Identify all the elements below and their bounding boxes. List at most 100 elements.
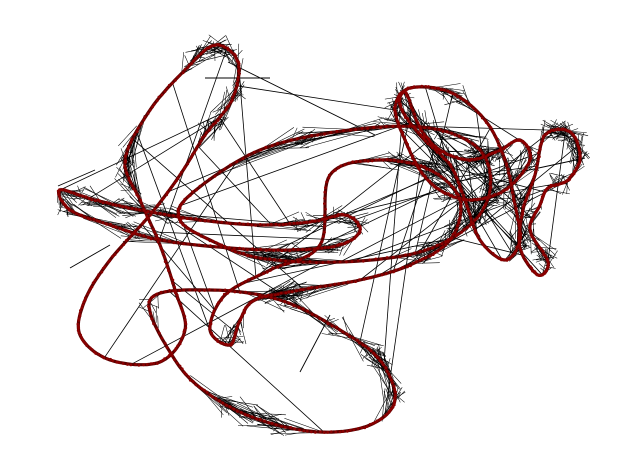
edge-fan [225,137,314,168]
graph-node [356,259,360,262]
graph-node [323,231,326,234]
graph-node [449,165,453,169]
graph-node [400,107,403,111]
graph-node [537,245,541,249]
edge-fan [384,119,420,126]
graph-node [449,163,452,166]
graph-node [433,127,437,131]
graph-node [295,137,299,141]
graph-node [205,390,209,394]
graph-node [321,261,325,264]
graph-node [387,410,391,414]
graph-node [426,142,430,146]
graph-node [242,247,245,251]
graph-node [408,103,412,106]
edge-fan [566,132,572,150]
graph-node [129,141,133,144]
graph-node [449,184,453,188]
edge-fan [210,396,244,427]
graph-node [188,288,192,292]
graph-node [578,156,582,160]
graph-node [138,233,142,237]
graph-node [305,429,309,433]
graph-node [404,116,407,119]
graph-node [553,184,557,188]
graph-node [450,131,453,135]
edge-fan [538,263,547,270]
graph-node [454,195,458,199]
graph-node [501,152,505,156]
edge-long [519,157,586,173]
graph-node [488,152,491,156]
graph-node [219,341,223,345]
graph-node [527,145,530,149]
graph-node [524,198,528,202]
graph-node [514,209,518,213]
graph-node [531,180,534,184]
graph-node [315,246,319,250]
graph-node [142,208,146,212]
graph-node [236,78,240,82]
graph-node [495,136,498,140]
graph-node [545,132,549,136]
graph-node [373,421,377,424]
graph-node [359,160,362,163]
graph-node [200,387,204,390]
graph-node [411,154,414,158]
edge-fan [348,216,358,234]
graph-node [236,83,240,87]
graph-node [483,245,487,249]
graph-node [163,357,167,361]
graph-node [199,52,203,56]
graph-node [337,166,340,170]
graph-node [364,344,367,348]
graph-node [457,221,461,225]
graph-node [572,169,576,173]
graph-node [313,248,316,251]
graph-node [224,108,228,112]
graph-node [445,130,449,134]
edge-fan [384,102,396,108]
graph-node [208,239,212,243]
graph-node [62,202,66,206]
graph-node [540,142,543,146]
graph-node [169,187,172,191]
graph-node [514,206,518,210]
graph-node [247,303,251,307]
graph-node [270,293,273,297]
graph-node [65,189,68,193]
graph-node [408,149,412,153]
graph-node [194,148,198,151]
graph-node [163,255,167,259]
graph-node [218,115,222,119]
graph-node [175,179,178,183]
graph-node [182,288,186,292]
graph-node [471,221,475,225]
graph-node [378,418,382,421]
graph-node [105,357,109,361]
graph-node [461,98,465,102]
edge-fan [445,87,465,91]
graph-node [180,170,183,174]
graph-node [211,395,214,399]
graph-node [374,257,378,261]
graph-node [334,430,338,434]
graph-node [418,250,422,253]
edge-fan [351,339,369,352]
graph-node [356,338,359,342]
graph-node [108,202,111,205]
graph-node [225,221,229,225]
graph-node [527,191,531,195]
edge-fan [216,336,244,339]
graph-node [358,341,361,345]
graph-node [78,312,82,316]
graph-node [394,390,397,394]
graph-node [287,290,291,294]
edge-fan [239,320,247,345]
graph-node [129,181,132,185]
graph-node [337,282,340,286]
graph-node [90,285,94,289]
graph-node [528,159,531,163]
graph-node [454,175,458,179]
graph-node [489,180,493,184]
